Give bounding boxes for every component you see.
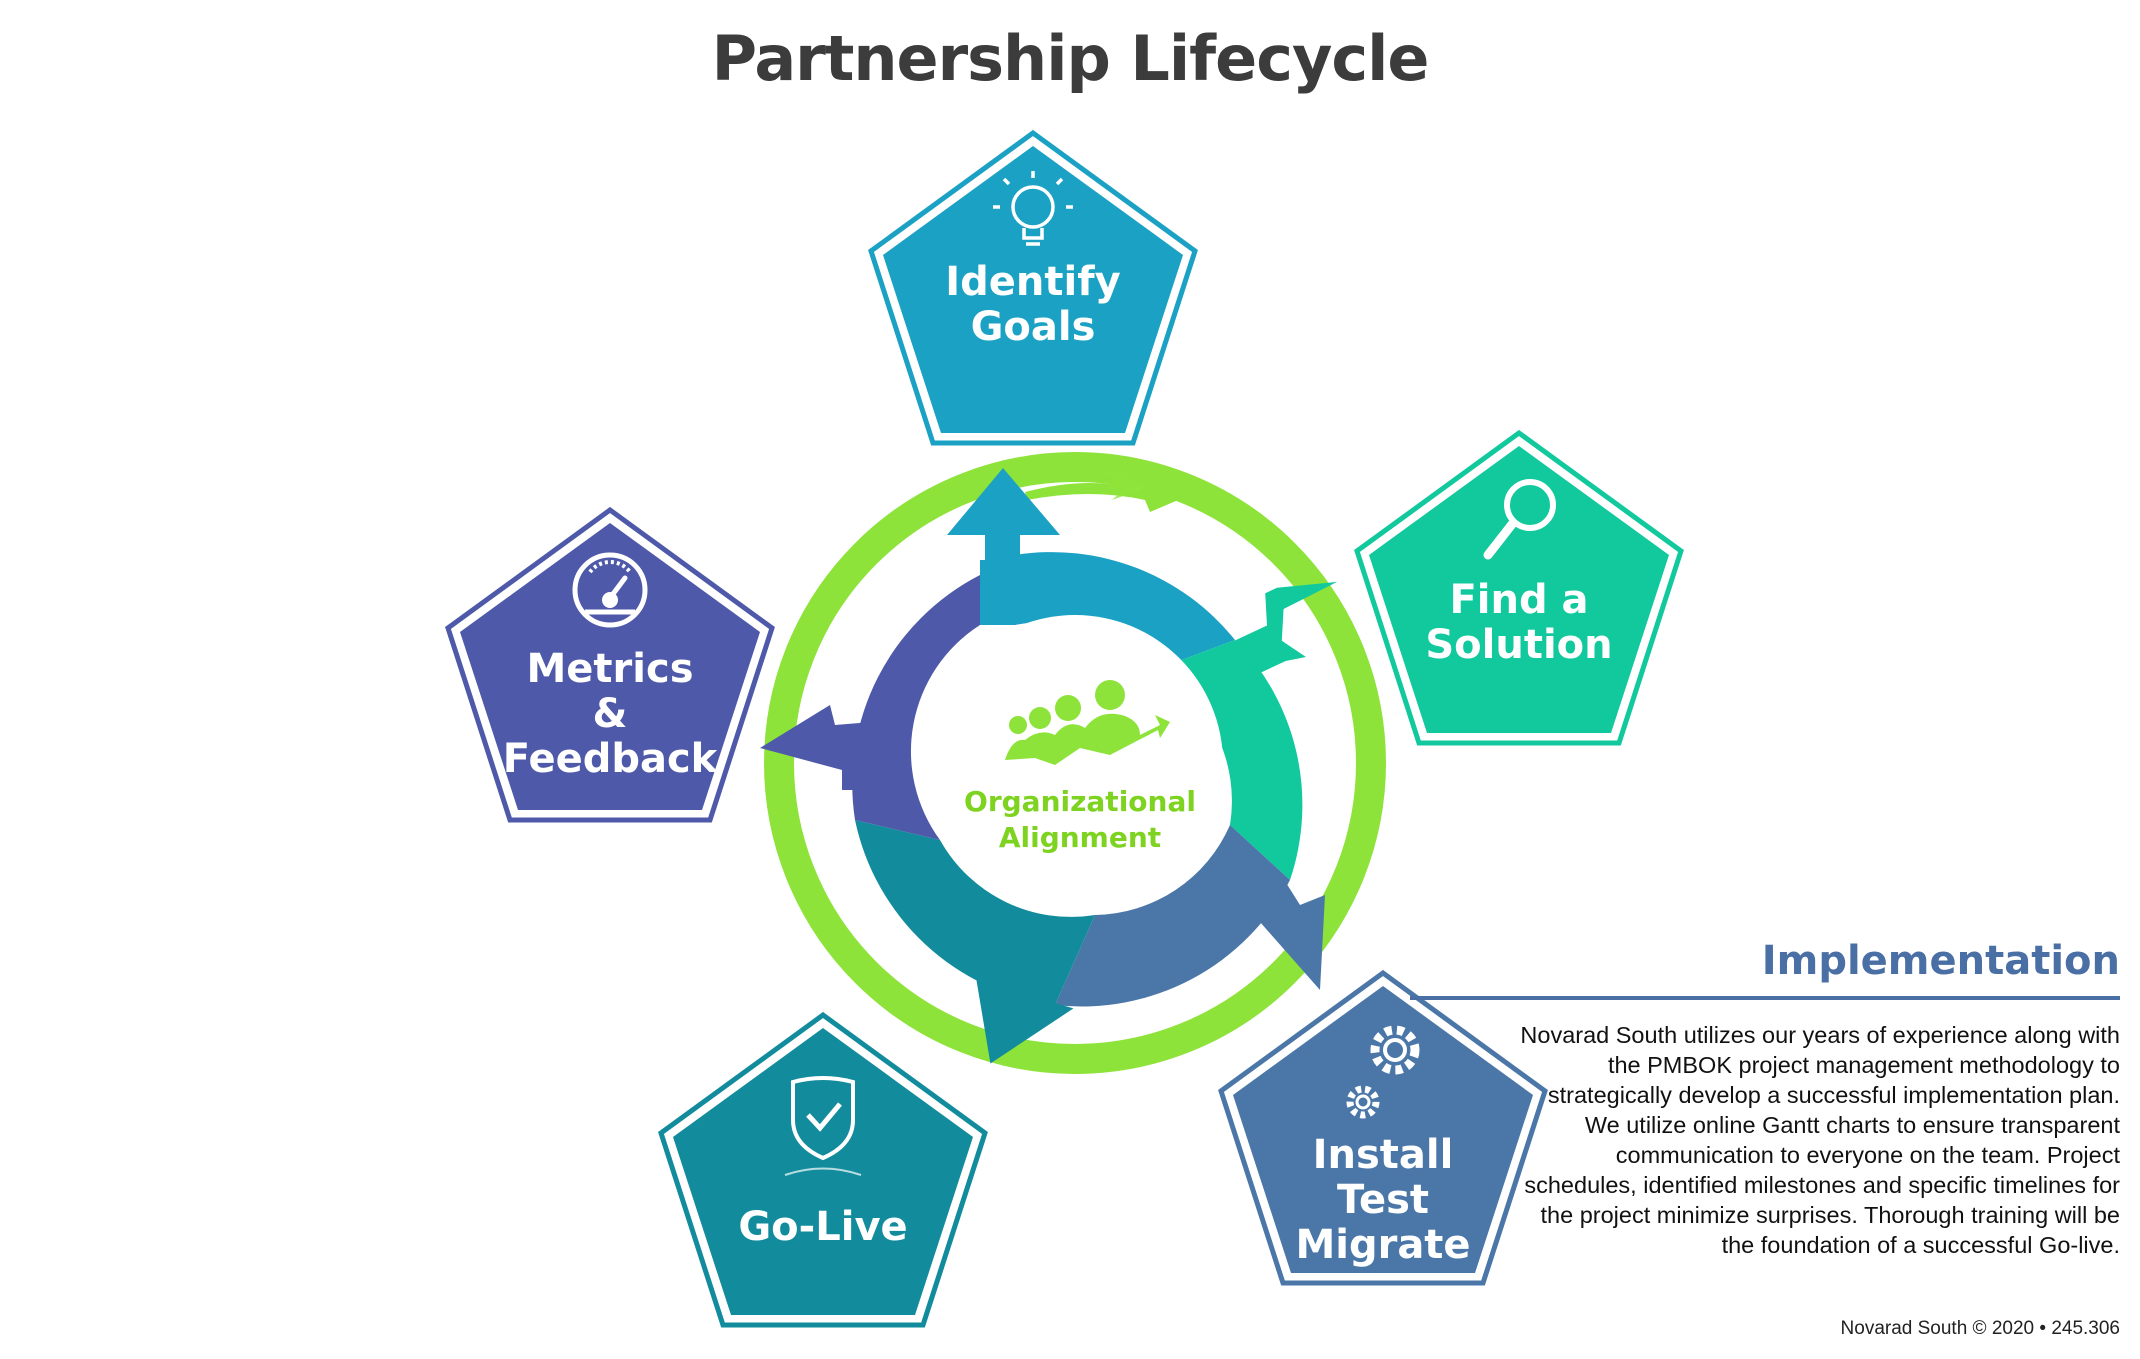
stage-identify-goals-line1: Identify [945, 259, 1120, 305]
segment-metrics [852, 575, 980, 840]
stage-install-line3: Migrate [1295, 1222, 1470, 1268]
center-circle [927, 615, 1223, 911]
stage-install-line2: Test [1337, 1177, 1429, 1223]
stage-go-live-line1: Go-Live [738, 1204, 907, 1250]
segment-find-solution [1155, 640, 1303, 880]
cycle-direction-arrows [1025, 470, 1190, 512]
stage-install-test-migrate: Install Test Migrate [1218, 969, 1548, 1286]
team-growth-icon [1005, 680, 1170, 765]
gears-icon [1346, 1025, 1420, 1119]
shield-check-icon [784, 1076, 862, 1176]
outer-cycle-ring [764, 452, 1386, 1074]
arrow-metrics [760, 705, 880, 790]
gauge-icon [572, 552, 648, 628]
stage-metrics-line3: Feedback [503, 736, 719, 782]
stage-metrics-feedback: Metrics & Feedback [445, 506, 775, 823]
stage-install-line1: Install [1313, 1132, 1454, 1178]
stage-find-a-solution: Find a Solution [1354, 429, 1684, 746]
stage-identify-goals: Identify Goals [868, 129, 1198, 446]
footer-credit: Novarad South © 2020 • 245.306 [1840, 1318, 2120, 1339]
arrow-find-solution [1231, 581, 1338, 687]
segment-install [1055, 825, 1290, 1007]
stage-go-live: Go-Live [658, 1011, 988, 1328]
center-label-line1: Organizational [964, 785, 1196, 818]
center-label-line2: Alignment [999, 821, 1161, 854]
page-title: Partnership Lifecycle [711, 22, 1430, 95]
magnifier-icon [1483, 479, 1556, 560]
lightbulb-icon [993, 171, 1073, 246]
arrow-identify-goals [947, 468, 1060, 585]
implementation-body: Novarad South utilizes our years of expe… [1520, 1022, 2120, 1258]
stage-find-solution-line1: Find a [1449, 577, 1588, 623]
stage-find-solution-line2: Solution [1425, 622, 1612, 668]
segment-identify-goals [980, 552, 1235, 670]
implementation-title: Implementation [1761, 938, 2120, 984]
stage-metrics-line1: Metrics [526, 646, 693, 692]
implementation-divider [1410, 996, 2120, 1000]
stage-identify-goals-line2: Goals [971, 304, 1096, 350]
stage-metrics-line2: & [593, 691, 628, 737]
arrow-go-live [974, 928, 1074, 1064]
arrow-install [1240, 860, 1325, 990]
